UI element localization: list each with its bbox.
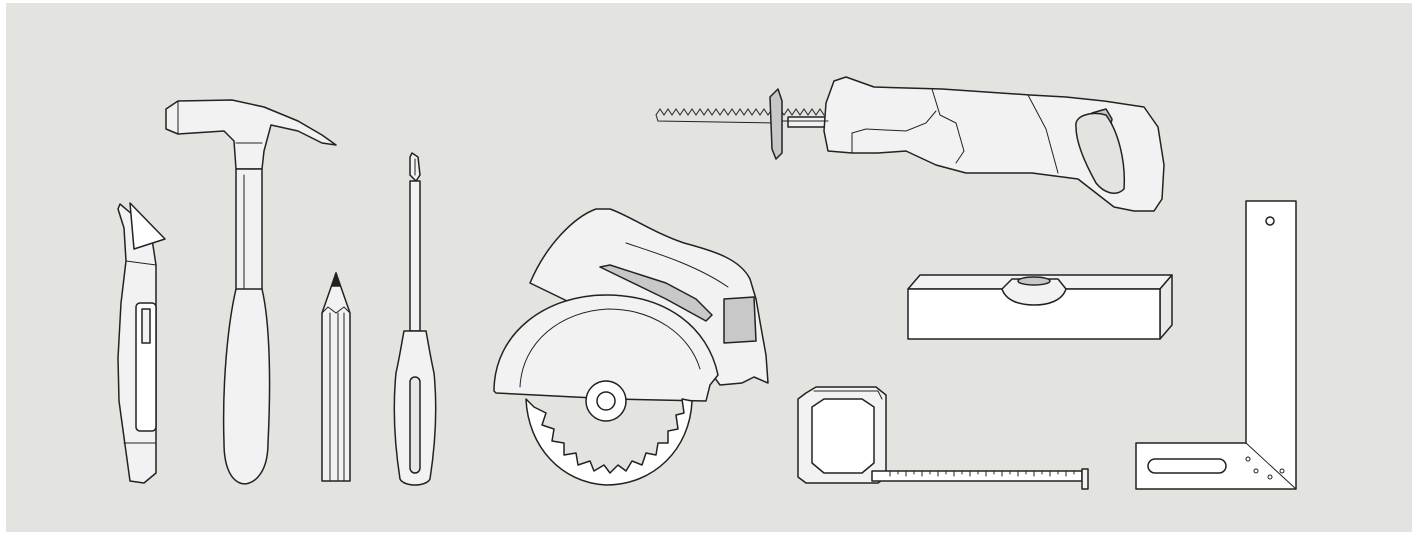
pencil-icon — [321, 272, 351, 482]
circular-saw-icon — [493, 208, 769, 486]
tape-measure-icon — [797, 386, 1089, 490]
tools-canvas — [6, 3, 1412, 532]
tools-illustration — [6, 3, 1412, 532]
carpenter-square-icon — [1135, 200, 1297, 490]
utility-knife-icon — [117, 202, 166, 484]
screwdriver-icon — [393, 152, 437, 486]
reciprocating-saw-icon — [655, 76, 1165, 212]
claw-hammer-icon — [165, 99, 337, 485]
spirit-level-icon — [907, 274, 1173, 340]
